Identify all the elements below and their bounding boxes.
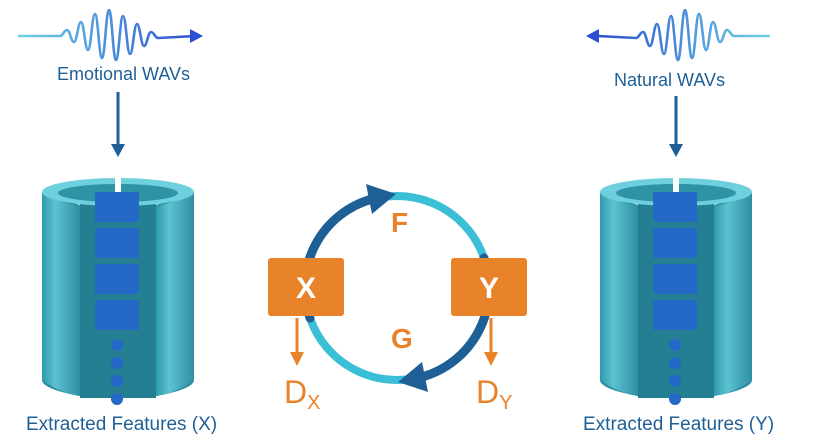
extracted-features-y-label: Extracted Features (Y) [583,414,775,435]
feature-block [95,300,139,330]
feature-block [95,264,139,294]
feature-block [95,228,139,258]
emotional-wavs-label: Emotional WAVs [57,64,191,84]
feature-blocks-right [653,192,697,405]
feature-block [653,264,697,294]
node-x-box [268,258,344,316]
disc-y-arrow-icon [484,318,498,366]
node-x: X [268,258,344,316]
feature-cylinder-right-icon [600,178,752,398]
ellipsis-dot [111,339,123,351]
natural-waveform-icon [586,8,770,62]
backward-map-label: G [391,323,413,354]
disc-x-label: DX [284,374,320,414]
disc-y-label: DY [476,374,512,414]
ellipsis-dot [111,375,123,387]
ellipsis-dot [111,393,123,405]
node-y: Y [451,258,527,316]
ellipsis-dot [669,393,681,405]
node-y-box [451,258,527,316]
node-y-label: Y [479,272,499,305]
down-arrow-icon [111,92,125,157]
feature-blocks-left [95,192,139,405]
feature-block [653,300,697,330]
disc-x-arrow-icon [290,318,304,366]
forward-map-label: F [391,207,408,238]
feature-block [95,192,139,222]
forward-arrowhead-icon [366,184,396,214]
feature-block [653,192,697,222]
ellipsis-dot [669,339,681,351]
ellipsis-dot [111,357,123,369]
feature-block [653,228,697,258]
node-x-label: X [296,272,316,305]
backward-arrowhead-icon [398,362,428,392]
emotional-waveform-icon [18,8,203,62]
ellipsis-dot [669,357,681,369]
natural-wavs-label: Natural WAVs [614,70,726,90]
ellipsis-dot [669,375,681,387]
extracted-features-x-label: Extracted Features (X) [26,414,218,435]
down-arrow-icon [669,96,683,157]
